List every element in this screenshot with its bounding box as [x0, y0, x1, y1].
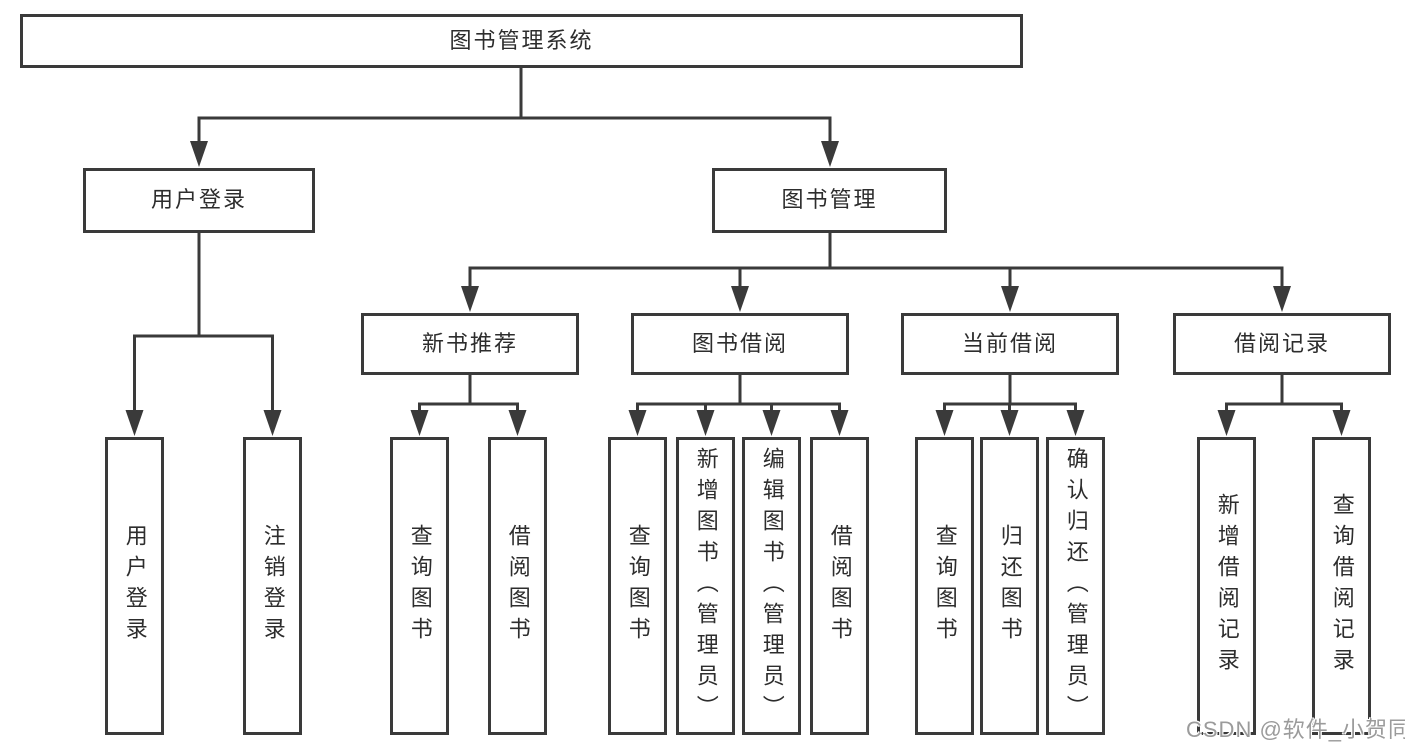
connector-book-borrow-to-leaves — [628, 375, 849, 436]
node-leaf-query-books: 查询图书 — [608, 437, 667, 735]
node-leaf-return-books: 归还图书 — [980, 437, 1039, 735]
arrowhead — [1001, 286, 1019, 312]
node-book-management-system: 图书管理系统 — [20, 14, 1023, 68]
csdn-watermark: CSDN @软件_小贺同学 — [1186, 717, 1405, 742]
connector-user-login-to-leaves — [125, 233, 282, 436]
connector-borrow-records-to-leaves — [1217, 375, 1351, 436]
connector-new-book-recommend-to-leaves — [410, 375, 527, 436]
node-leaf-query-books: 查询图书 — [915, 437, 974, 735]
arrowhead — [821, 141, 839, 167]
node-leaf-user-login: 用户登录 — [105, 437, 164, 735]
node-leaf-add-books-admin: 新增图书（管理员） — [676, 437, 735, 735]
arrowhead — [830, 410, 849, 436]
arrowhead — [762, 410, 781, 436]
connector-book-management-to-level3 — [461, 233, 1291, 312]
arrowhead — [1332, 410, 1351, 436]
arrowhead — [731, 286, 749, 312]
arrowhead — [1217, 410, 1236, 436]
node-leaf-confirm-return-admin: 确认归还（管理员） — [1046, 437, 1105, 735]
node-leaf-edit-books-admin: 编辑图书（管理员） — [742, 437, 801, 735]
node-leaf-query-borrow-record: 查询借阅记录 — [1312, 437, 1371, 735]
arrowhead — [1066, 410, 1085, 436]
connector-current-borrow-to-leaves — [935, 375, 1085, 436]
arrowhead — [935, 410, 954, 436]
node-leaf-query-books: 查询图书 — [390, 437, 449, 735]
arrowhead — [628, 410, 647, 436]
node-borrow-records: 借阅记录 — [1173, 313, 1391, 375]
node-book-borrow: 图书借阅 — [631, 313, 849, 375]
node-leaf-logout: 注销登录 — [243, 437, 302, 735]
arrowhead — [508, 410, 527, 436]
node-current-borrow: 当前借阅 — [901, 313, 1119, 375]
arrowhead — [1273, 286, 1291, 312]
node-leaf-borrow-books: 借阅图书 — [488, 437, 547, 735]
node-leaf-borrow-books: 借阅图书 — [810, 437, 869, 735]
arrowhead — [696, 410, 715, 436]
arrowhead — [461, 286, 479, 312]
node-new-book-recommend: 新书推荐 — [361, 313, 579, 375]
arrowhead — [125, 410, 144, 436]
arrowhead — [410, 410, 429, 436]
node-leaf-add-borrow-record: 新增借阅记录 — [1197, 437, 1256, 735]
node-user-login: 用户登录 — [83, 168, 315, 233]
connector-root-to-level2 — [190, 68, 839, 167]
arrowhead — [1000, 410, 1019, 436]
arrowhead — [190, 141, 208, 167]
arrowhead — [263, 410, 282, 436]
node-book-management: 图书管理 — [712, 168, 947, 233]
